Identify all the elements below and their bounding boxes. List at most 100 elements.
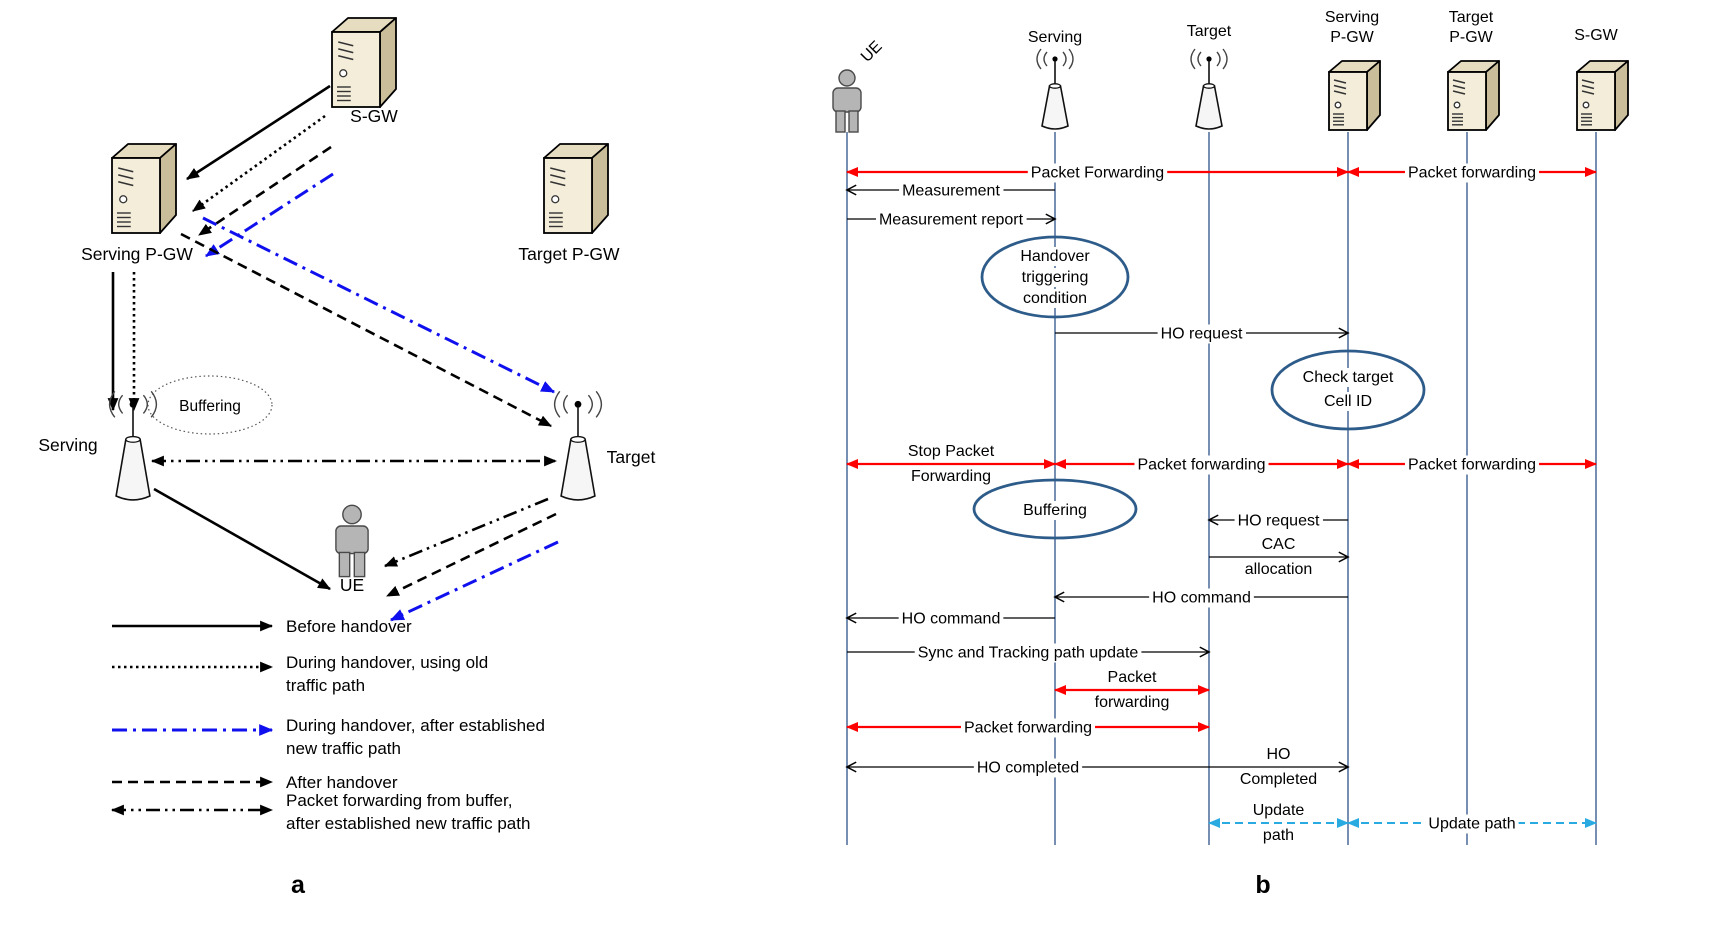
server-led xyxy=(339,69,348,78)
radio-wave xyxy=(587,394,593,414)
message-label: allocation xyxy=(1245,561,1313,578)
label-bg xyxy=(907,467,995,486)
annotation-text: condition xyxy=(1023,290,1087,307)
label-bg xyxy=(1320,392,1376,411)
message-label: forwarding xyxy=(1095,694,1170,711)
label-bg xyxy=(1404,163,1540,183)
message-label: Stop Packet xyxy=(908,443,995,460)
actor-label-target_pgw: Target xyxy=(1449,9,1494,26)
antenna-cone-top xyxy=(1048,83,1062,89)
message-label: Completed xyxy=(1240,771,1317,788)
radio-wave xyxy=(1197,51,1202,67)
annotation-ellipse: Buffering xyxy=(972,478,1138,540)
legend-text: Packet forwarding from buffer, xyxy=(286,791,512,810)
person-body xyxy=(832,87,862,113)
label-bg xyxy=(1236,770,1321,789)
server-front xyxy=(543,157,593,234)
server-led xyxy=(1582,101,1590,109)
label-bg xyxy=(875,210,1027,230)
radio-wave xyxy=(150,390,158,418)
legend-text: after established new traffic path xyxy=(286,814,530,833)
server-stripe xyxy=(550,174,566,180)
actor-label-serving_pgw: P-GW xyxy=(1330,29,1374,46)
label-bg xyxy=(1018,268,1092,287)
annotation-text: triggering xyxy=(1022,269,1089,286)
server-side xyxy=(159,143,177,234)
serving-antenna-icon xyxy=(1036,48,1074,130)
traffic-path-arrow xyxy=(383,497,549,568)
radio-wave xyxy=(142,394,148,414)
server-stripe xyxy=(1581,79,1595,84)
serving-pgw-label: Serving P-GW xyxy=(81,244,193,264)
ue-person-icon xyxy=(335,504,369,578)
sgw-label: S-GW xyxy=(350,106,398,126)
target-enb-label: Target xyxy=(607,447,656,467)
label-bg xyxy=(1027,163,1168,183)
annotation-outline xyxy=(972,478,1138,540)
server-side xyxy=(591,143,609,234)
message-label: Measurement report xyxy=(879,212,1024,229)
message-label: HO command xyxy=(902,611,1001,628)
radio-wave xyxy=(595,390,603,418)
message-label: Packet forwarding xyxy=(964,720,1092,737)
person-leg xyxy=(338,551,351,578)
radio-wave xyxy=(1190,48,1196,70)
panel-b-caption: b xyxy=(1255,871,1270,899)
server-stripe xyxy=(550,167,566,173)
label-bg xyxy=(1249,801,1308,820)
annotation-text: Cell ID xyxy=(1324,393,1372,410)
legend-text: new traffic path xyxy=(286,739,401,758)
message-label: Packet forwarding xyxy=(1137,457,1265,474)
label-bg xyxy=(1157,324,1246,344)
legend-item: During handover, after established new tr… xyxy=(112,716,545,758)
label-bg xyxy=(1241,560,1316,579)
label-bg xyxy=(1017,247,1094,266)
radio-wave xyxy=(563,394,569,414)
person-head xyxy=(342,504,362,525)
radio-wave xyxy=(1062,51,1067,67)
actor-label-ue: UE xyxy=(858,38,886,66)
serving-enb-antenna-icon xyxy=(108,390,158,501)
traffic-path-arrow xyxy=(389,540,559,622)
radio-wave xyxy=(1216,51,1221,67)
message-label: Packet forwarding xyxy=(1408,165,1536,182)
legend-text: During handover, after established xyxy=(286,716,545,735)
message-label: HO command xyxy=(1152,590,1251,607)
legend-item: Packet forwarding from buffer, after esta… xyxy=(110,791,530,833)
server-stripe xyxy=(1333,79,1347,84)
message-label: Update path xyxy=(1428,816,1515,833)
server-stripe xyxy=(550,180,566,187)
radio-wave xyxy=(1043,51,1048,67)
traffic-path-arrow xyxy=(205,172,334,258)
antenna-tip xyxy=(574,400,582,408)
server-stripe xyxy=(118,174,134,180)
label-bg xyxy=(1149,588,1254,608)
serving_pgw-server-icon xyxy=(1328,60,1381,131)
radio-wave xyxy=(1036,48,1042,70)
label-bg xyxy=(1019,289,1091,308)
label-bg xyxy=(1263,745,1294,764)
server-stripe xyxy=(1452,79,1466,84)
legend-text: After handover xyxy=(286,773,398,792)
ue-person-icon xyxy=(832,69,862,133)
message-label: Forwarding xyxy=(911,468,991,485)
label-bg xyxy=(1134,455,1269,475)
sgw-server-icon xyxy=(1576,60,1629,131)
annotation-text: Check target xyxy=(1303,369,1394,386)
server-side xyxy=(1485,60,1500,131)
server-stripe xyxy=(1452,84,1466,90)
radio-wave xyxy=(1222,48,1228,70)
target-antenna-icon xyxy=(1190,48,1228,130)
radio-wave xyxy=(118,394,124,414)
server-led xyxy=(551,195,560,204)
legend-text: traffic path xyxy=(286,676,365,695)
antenna-tip xyxy=(1206,56,1212,62)
actor-label-sgw: S-GW xyxy=(1574,27,1618,44)
server-front xyxy=(1328,71,1368,131)
serving-enb-label: Serving xyxy=(38,435,97,455)
